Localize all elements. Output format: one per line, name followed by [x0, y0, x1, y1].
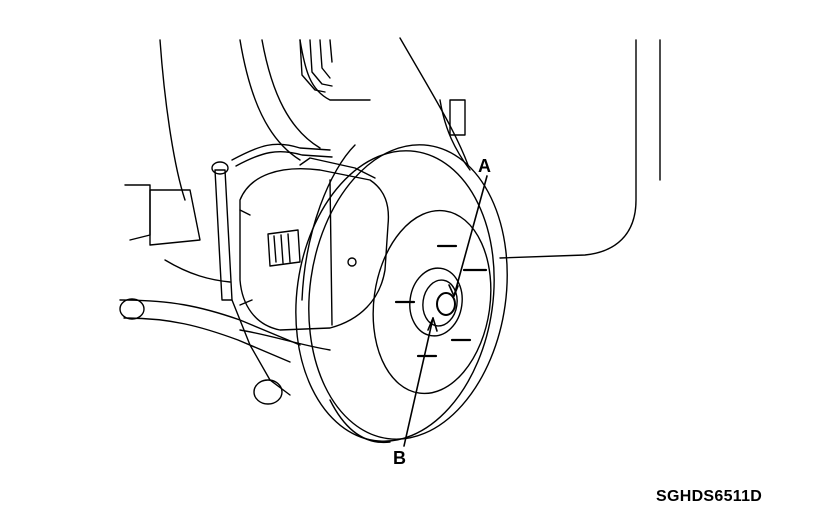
callout-label-a: A — [478, 156, 491, 176]
lower-control-arm — [119, 184, 301, 363]
steering-knuckle — [211, 161, 331, 405]
brake-disc — [295, 144, 508, 444]
wheel-hub — [347, 209, 492, 395]
callout-leaders — [403, 175, 488, 447]
brake-lines — [231, 39, 333, 167]
figure-code: SGHDS6511D — [656, 488, 763, 505]
wheel-studs — [394, 244, 488, 358]
body-outline — [159, 37, 661, 259]
callout-label-b: B — [393, 448, 406, 468]
brake-caliper — [239, 157, 390, 331]
